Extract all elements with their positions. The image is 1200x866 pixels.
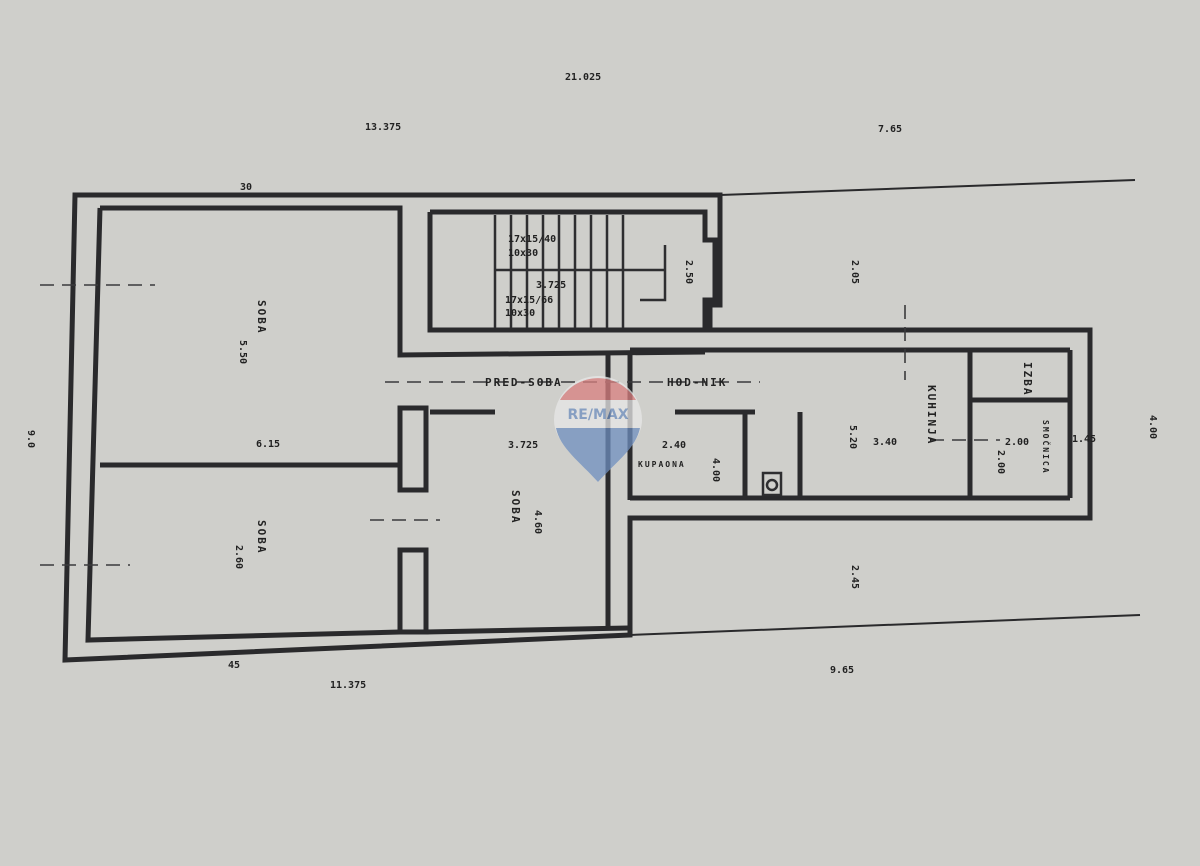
interior-walls [100, 209, 1073, 635]
dim-bottom-right: 9.65 [830, 665, 854, 676]
room-label-predsoba: PRED-SOBA [485, 376, 563, 389]
room-labels: SOBA SOBA SOBA PRED-SOBA HOD-NIK KUPAONA… [255, 300, 1052, 555]
dim-top-total: 21.025 [565, 72, 601, 83]
stair-landing-line [495, 245, 667, 302]
dim-stair-depth: 2.50 [683, 260, 694, 284]
dim-right-height: 4.00 [1147, 415, 1158, 439]
dim-left-height: 9.0 [25, 430, 36, 448]
dim-hall-width: 3.725 [508, 440, 538, 451]
dim-stair-3: 17x15/66 [505, 295, 553, 306]
dim-yard-bottom: 2.45 [849, 565, 860, 589]
dim-pantry-height: 2.00 [995, 450, 1006, 474]
room-label-smocnica: SMOČNICA [1041, 420, 1052, 475]
dim-kitchen-width: 3.40 [873, 437, 897, 448]
exterior-walls [62, 179, 1141, 663]
dim-wall-45: 45 [228, 660, 240, 671]
dim-wall-30: 30 [240, 182, 252, 193]
room-label-kuhinja: KUHINJA [925, 385, 938, 445]
dimension-labels: 21.025 13.375 7.65 11.375 9.65 5.50 6.15… [25, 72, 1158, 691]
room-label-soba-2: SOBA [255, 520, 268, 555]
dim-top-left: 13.375 [365, 122, 401, 133]
dim-room2-height: 2.60 [233, 545, 244, 569]
dim-room1-width: 6.15 [256, 439, 280, 450]
dim-stair-4: 10x30 [505, 308, 535, 319]
dim-room3-height: 4.60 [532, 510, 543, 534]
remax-watermark-text: RE/MAX [567, 407, 628, 423]
staircase [493, 215, 667, 328]
dim-stair-width: 3.725 [536, 280, 566, 291]
dim-kitchen-height: 5.20 [847, 425, 858, 449]
dim-pantry-width: 2.00 [1005, 437, 1029, 448]
dim-stair-2: 10x30 [508, 248, 538, 259]
dim-yard-top: 2.05 [849, 260, 860, 284]
room-label-hodnik: HOD-NIK [667, 376, 727, 389]
room-label-izba: IZBA [1021, 362, 1034, 397]
dim-room1-height: 5.50 [237, 340, 248, 364]
room-label-soba-1: SOBA [255, 300, 268, 335]
construction-lines [40, 284, 1000, 566]
remax-watermark-logo: RE/MAX [554, 376, 642, 482]
chimney-symbol [761, 471, 783, 497]
dim-wall-15: 1.45 [1072, 434, 1096, 445]
room-label-soba-3: SOBA [509, 490, 522, 525]
dim-bottom-left: 11.375 [330, 680, 366, 691]
dim-bath-height: 4.00 [710, 458, 721, 482]
dim-stair-1: 17x15/40 [508, 234, 556, 245]
room-label-kupaona: KUPAONA [638, 460, 686, 469]
dim-top-right: 7.65 [878, 124, 902, 135]
dim-bath-width: 2.40 [662, 440, 686, 451]
